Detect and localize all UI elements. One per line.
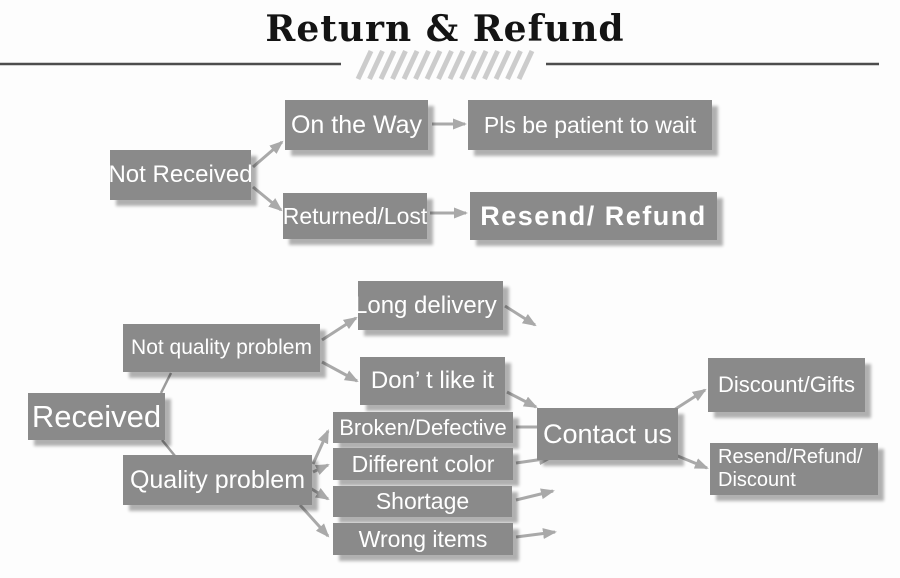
node-returned-lost: Returned/Lost — [283, 193, 427, 239]
page-title: Return & Refund — [265, 8, 625, 50]
node-wrong-items: Wrong items — [333, 523, 513, 555]
node-contact-us: Contact us — [537, 408, 678, 460]
arrow-dontlike-contact — [506, 390, 538, 409]
node-resend-refund: Resend/ Refund — [470, 192, 717, 240]
node-on-the-way: On the Way — [285, 100, 428, 150]
arrow-quality-broken — [311, 429, 330, 465]
node-broken-defective: Broken/Defective — [333, 412, 513, 443]
arrow-quality-shortage — [309, 486, 330, 501]
node-dont-like-it: Don’ t like it — [360, 357, 505, 405]
node-received: Received — [28, 393, 165, 440]
node-label: Wrong items — [358, 525, 488, 552]
node-label: Quality problem — [129, 465, 306, 494]
node-not-quality-problem: Not quality problem — [123, 324, 320, 372]
node-resend-refund-discount: Resend/Refund/ Discount — [710, 443, 878, 495]
arrow-quality-different — [312, 463, 330, 476]
node-label: Don’ t like it — [370, 367, 495, 394]
node-shortage: Shortage — [333, 486, 512, 517]
node-label: Contact us — [542, 418, 673, 449]
received-branch-lines — [159, 372, 176, 457]
node-label: Received — [31, 398, 162, 434]
node-label: Different color — [351, 450, 495, 477]
node-label: Long delivery — [354, 291, 497, 319]
node-label: Not quality problem — [131, 336, 312, 359]
node-pls-be-patient: Pls be patient to wait — [468, 100, 712, 150]
node-long-delivery: Long delivery — [354, 281, 503, 330]
flow-arrows — [252, 118, 709, 539]
node-label: Broken/Defective — [339, 414, 507, 440]
node-label: On the Way — [290, 110, 423, 139]
node-label: Returned/Lost — [282, 202, 428, 229]
node-discount-gifts: Discount/Gifts — [708, 358, 865, 412]
arrow-longdelivery-out — [504, 304, 537, 327]
arrow-wrongitems-contact — [515, 528, 557, 539]
node-label-line1: Resend/Refund/ — [718, 446, 863, 468]
node-different-color: Different color — [333, 448, 513, 480]
arrow-shortage-contact — [515, 488, 555, 502]
arrow-notquality-longdelivery — [321, 316, 358, 342]
node-label: Pls be patient to wait — [483, 111, 697, 138]
node-label: Shortage — [375, 488, 470, 514]
arrow-notreceived-returnedlost — [252, 185, 283, 212]
hatch-decoration — [355, 49, 535, 81]
node-label: Resend/ Refund — [480, 200, 707, 231]
arrow-notquality-dontlike — [321, 360, 359, 383]
node-quality-problem: Quality problem — [123, 455, 312, 505]
node-not-received: Not Received — [108, 150, 253, 200]
node-label: Not Received — [108, 161, 253, 188]
node-label: Discount/Gifts — [718, 372, 855, 397]
node-label-line2: Discount — [718, 469, 796, 491]
arrow-quality-wrongitems — [298, 503, 330, 538]
arrow-notreceived-ontheway — [252, 140, 284, 169]
